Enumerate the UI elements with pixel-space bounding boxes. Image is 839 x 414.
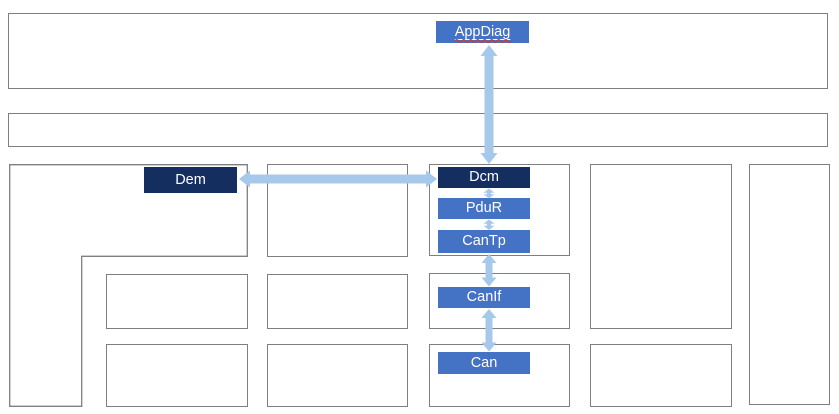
module-cantp: CanTp <box>438 230 530 253</box>
container-canif-group <box>429 273 570 329</box>
container-col2-row1 <box>267 164 408 257</box>
module-cantp-label: CanTp <box>462 233 506 250</box>
container-left-inner-row2 <box>106 274 248 329</box>
module-canif-label: CanIf <box>466 289 502 306</box>
container-col5-full <box>749 164 830 405</box>
container-col4-row3 <box>590 344 732 407</box>
container-col4-tall <box>590 164 732 329</box>
container-col2-row2 <box>267 274 408 329</box>
module-pdur-label: PduR <box>465 200 503 217</box>
container-com-stack-upper <box>429 164 570 256</box>
module-can: Can <box>438 352 530 374</box>
module-pdur: PduR <box>438 198 530 219</box>
module-dcm: Dcm <box>438 167 530 188</box>
module-dcm-label: Dcm <box>469 169 499 186</box>
module-appdiag: AppDiag <box>436 21 529 43</box>
module-dem-label: Dem <box>175 171 206 188</box>
container-left-inner-row3 <box>106 344 248 407</box>
module-can-label: Can <box>470 354 498 371</box>
module-canif: CanIf <box>438 287 530 308</box>
container-can-group <box>429 344 570 407</box>
module-dem: Dem <box>144 167 237 193</box>
container-application-layer <box>8 13 828 89</box>
container-rte-band <box>8 113 828 147</box>
module-appdiag-label: AppDiag <box>454 23 511 40</box>
container-col2-row3 <box>267 344 408 407</box>
